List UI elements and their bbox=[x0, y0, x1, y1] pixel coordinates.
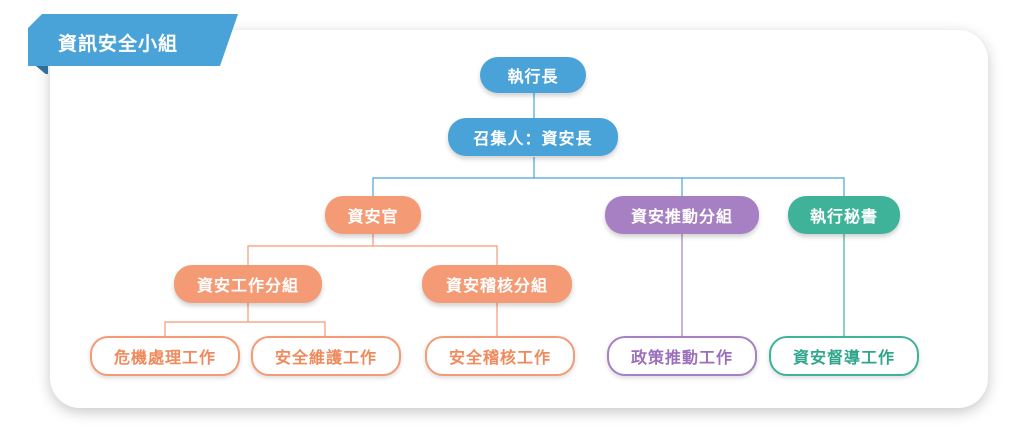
node-work-group: 資安工作分組 bbox=[174, 265, 322, 303]
line-officer-subbus bbox=[247, 245, 498, 265]
node-ceo: 執行長 bbox=[480, 57, 586, 93]
title-tag: 資訊安全小組 bbox=[28, 14, 238, 74]
node-crisis-work: 危機處理工作 bbox=[90, 336, 240, 376]
node-secretary: 執行秘書 bbox=[788, 196, 900, 234]
node-maintenance-work: 安全維護工作 bbox=[251, 336, 401, 376]
node-security-officer: 資安官 bbox=[325, 196, 421, 234]
node-supervision-work: 資安督導工作 bbox=[769, 336, 919, 376]
line-top-bus bbox=[372, 177, 845, 197]
node-audit-group: 資安稽核分組 bbox=[422, 265, 572, 303]
node-policy-work: 政策推動工作 bbox=[607, 336, 757, 376]
node-promotion-group: 資安推動分組 bbox=[605, 196, 759, 234]
title-tag-shape bbox=[28, 14, 238, 74]
node-convener: 召集人：資安長 bbox=[448, 118, 618, 156]
line-workgroup-subbus bbox=[164, 321, 326, 338]
title-text: 資訊安全小組 bbox=[58, 33, 179, 55]
node-audit-work: 安全稽核工作 bbox=[425, 336, 575, 376]
